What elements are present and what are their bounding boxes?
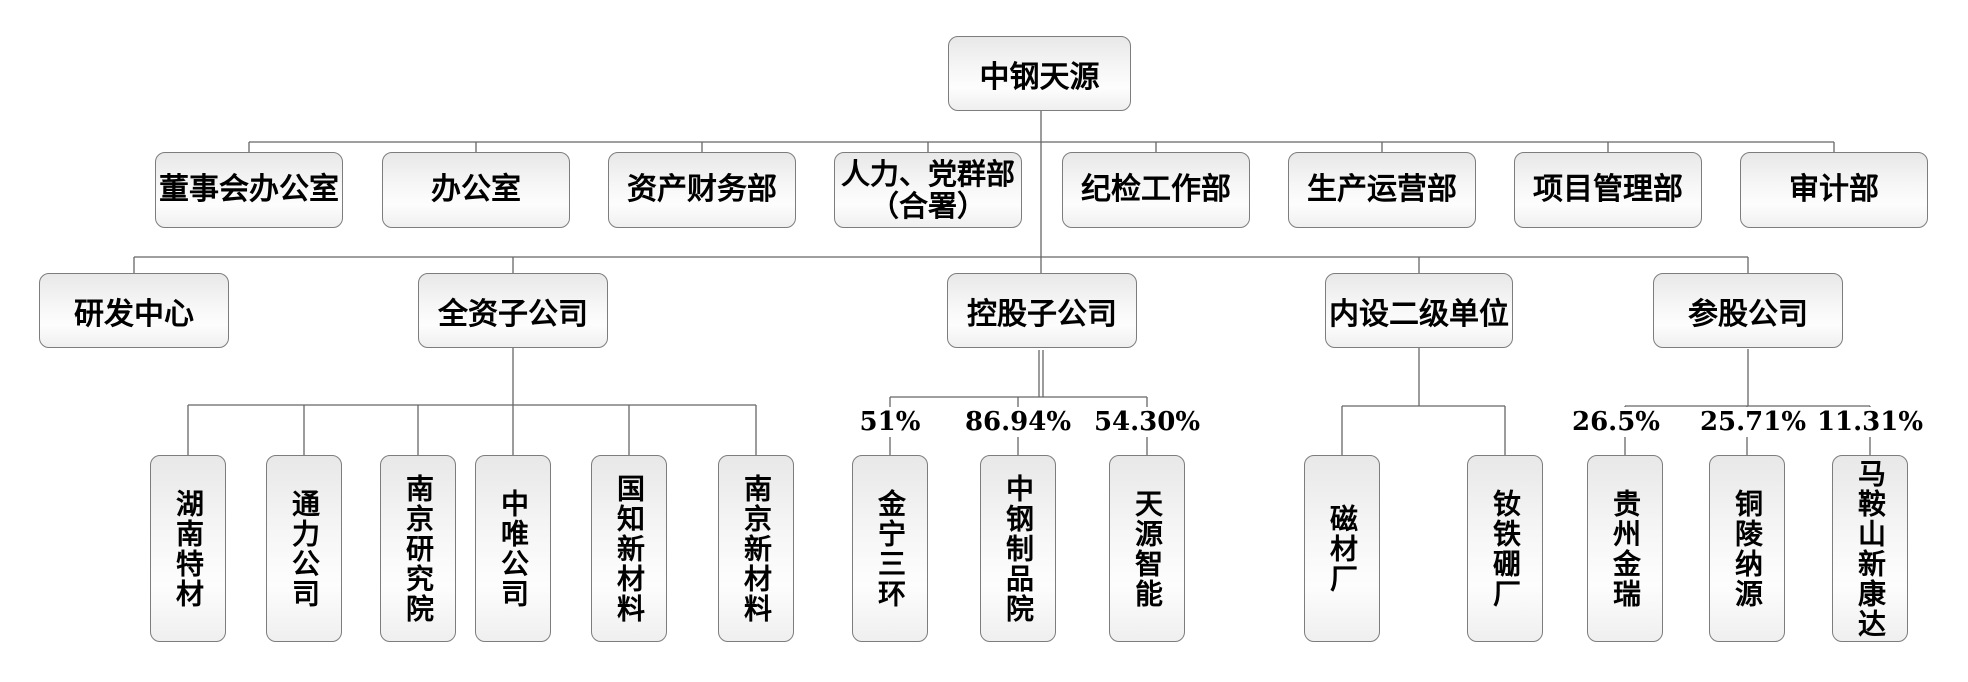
dept-box-general-office: 办公室 [382, 152, 570, 228]
subsidiary-box-tongli: 通力公司 [266, 455, 342, 642]
subsidiary-box-zhongwei: 中唯公司 [475, 455, 551, 642]
stake-box-tongling-nayuan: 铜陵纳源 [1709, 455, 1785, 642]
branch-box-rd-center: 研发中心 [39, 273, 229, 348]
dept-box-audit: 审计部 [1740, 152, 1928, 228]
subsidiary-box-guozhi: 国知新材料 [591, 455, 667, 642]
subsidiary-box-jinning-sanhuan: 金宁三环 [852, 455, 928, 642]
stake-box-maanshan-xinkangda: 马鞍山新康达 [1832, 455, 1908, 642]
root-company-box: 中钢天源 [948, 36, 1131, 111]
subsidiary-box-nanjing-xincailiao: 南京新材料 [718, 455, 794, 642]
dept-box-project-mgmt: 项目管理部 [1514, 152, 1702, 228]
subsidiary-box-tianyuan-zhineng: 天源智能 [1109, 455, 1185, 642]
branch-box-wholly-owned: 全资子公司 [418, 273, 608, 348]
ownership-label-zhineng: 54.30% [1090, 407, 1204, 437]
branch-box-controlled: 控股子公司 [947, 273, 1137, 348]
ownership-label-kangda: 11.31% [1813, 407, 1927, 437]
ownership-label-jinrui: 26.5% [1568, 407, 1664, 437]
dept-hr-party-line1: 人力、党群部 [840, 156, 1015, 191]
ownership-label-nayuan: 25.71% [1696, 407, 1810, 437]
connector-path [133, 111, 1871, 455]
ownership-label-jinning: 51% [856, 407, 924, 437]
ownership-label-zhipinyuan: 86.94% [961, 407, 1075, 437]
dept-hr-party-label: 人力、党群部 （合署） [840, 156, 1015, 223]
subsidiary-box-nanjing-institute: 南京研究院 [380, 455, 456, 642]
subsidiary-box-zhongang-zhipinyuan: 中钢制品院 [980, 455, 1056, 642]
subsidiary-box-hunan-tecai: 湖南特材 [150, 455, 226, 642]
dept-box-discipline: 纪检工作部 [1062, 152, 1250, 228]
branch-box-minority-stakes: 参股公司 [1653, 273, 1843, 348]
stake-box-guizhou-jinrui: 贵州金瑞 [1587, 455, 1663, 642]
branch-box-internal-units: 内设二级单位 [1325, 273, 1513, 348]
unit-box-ndfeb-factory: 钕铁硼厂 [1467, 455, 1543, 642]
unit-box-cicai-factory: 磁材厂 [1304, 455, 1380, 642]
dept-box-hr-party: 人力、党群部 （合署） [834, 152, 1022, 228]
dept-hr-party-line2: （合署） [869, 189, 986, 223]
dept-box-asset-finance: 资产财务部 [608, 152, 796, 228]
dept-box-board-office: 董事会办公室 [155, 152, 343, 228]
dept-box-production-ops: 生产运营部 [1288, 152, 1476, 228]
